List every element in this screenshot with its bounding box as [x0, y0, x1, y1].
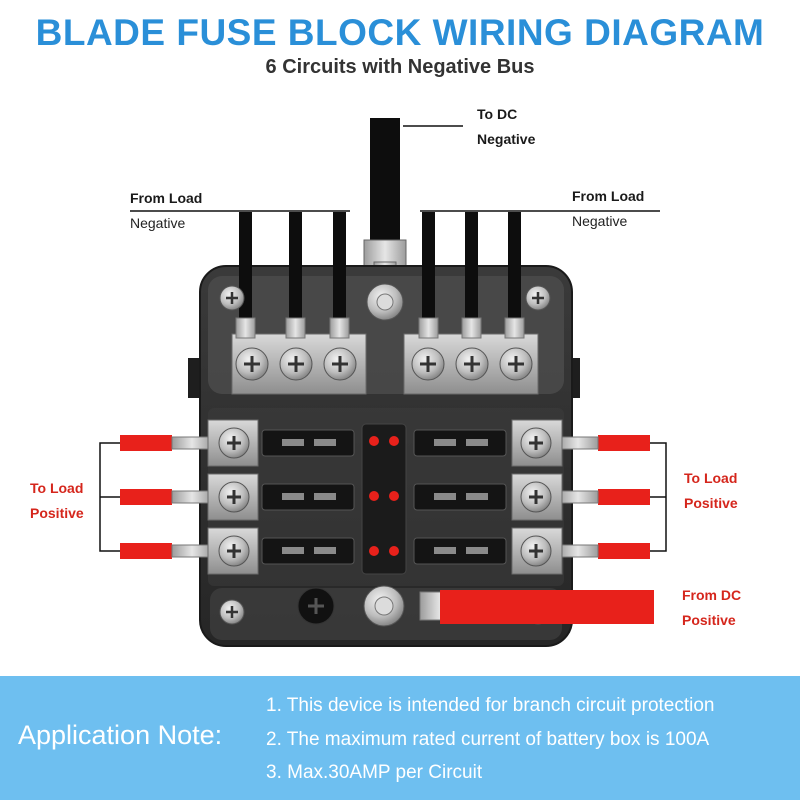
led-indicator: [369, 491, 379, 501]
positive-load-wires-right: [511, 419, 667, 575]
screw-icon: [219, 599, 245, 625]
positive-load-wires-left: [99, 419, 259, 575]
screw-icon: [218, 481, 250, 513]
leader-lines: [130, 125, 660, 212]
screw-icon: [499, 347, 533, 381]
led-indicator: [389, 436, 399, 446]
label-from-dc-positive: From DC Positive: [682, 587, 742, 628]
screw-icon: [235, 347, 269, 381]
blade-fuse-slot: [413, 537, 507, 565]
led-indicator: [389, 546, 399, 556]
label-to-load-positive-right: To Load Positive: [684, 470, 738, 511]
led-strip: [361, 423, 407, 575]
label-from-load-negative-right: From Load Negative: [572, 188, 645, 229]
screw-icon: [455, 347, 489, 381]
diagram-subtitle: 6 Circuits with Negative Bus: [265, 56, 535, 78]
blade-fuse-slot: [261, 429, 355, 457]
blade-fuse-slot: [261, 537, 355, 565]
fuse-block-diagram: [99, 118, 667, 647]
screw-icon: [279, 347, 313, 381]
screw-icon: [520, 427, 552, 459]
screw-icon: [218, 535, 250, 567]
led-indicator: [369, 546, 379, 556]
diagram-title: BLADE FUSE BLOCK WIRING DIAGRAM: [35, 12, 765, 53]
screw-icon: [218, 427, 250, 459]
screw-icon: [520, 481, 552, 513]
screw-icon: [323, 347, 357, 381]
bottom-terminals: [297, 585, 654, 627]
led-indicator: [389, 491, 399, 501]
application-note-item: 1. This device is intended for branch ci…: [266, 695, 715, 716]
screw-icon: [520, 535, 552, 567]
screw-icon: [219, 285, 245, 311]
blade-fuse-slot: [413, 483, 507, 511]
blade-fuse-slots: [261, 429, 507, 565]
screw-icon: [525, 285, 551, 311]
application-note-item: 3. Max.30AMP per Circuit: [266, 762, 483, 783]
led-indicator: [369, 436, 379, 446]
negative-load-wires: [235, 212, 525, 339]
label-to-dc-negative: To DC Negative: [477, 106, 536, 147]
application-note-heading: Application Note:: [18, 720, 223, 750]
blade-fuse-slot: [261, 483, 355, 511]
label-from-load-negative-left: From Load Negative: [130, 190, 203, 231]
application-note-item: 2. The maximum rated current of battery …: [266, 729, 710, 750]
bus-screws: [235, 347, 533, 381]
label-to-load-positive-left: To Load Positive: [30, 480, 84, 521]
blade-fuse-slot: [413, 429, 507, 457]
application-note-panel: [0, 676, 800, 800]
screw-icon: [411, 347, 445, 381]
